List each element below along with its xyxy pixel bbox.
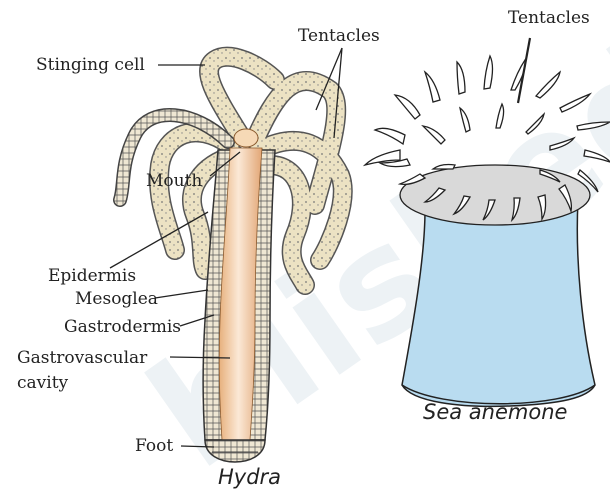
caption-hydra: Hydra — [218, 465, 281, 489]
label-gastrovascular: Gastrovascular — [17, 348, 147, 368]
anemone-tentacles — [365, 56, 610, 225]
label-gastrodermis: Gastrodermis — [64, 317, 181, 337]
label-hydra-tentacles: Tentacles — [298, 26, 380, 46]
label-anemone-tentacles: Tentacles — [508, 8, 590, 28]
caption-sea-anemone: Sea anemone — [423, 400, 567, 424]
label-mesoglea: Mesoglea — [75, 289, 158, 309]
hydra-body — [203, 129, 275, 462]
label-epidermis: Epidermis — [48, 266, 136, 286]
label-stinging-cell: Stinging cell — [36, 55, 145, 75]
label-foot: Foot — [135, 436, 173, 456]
sea-anemone — [365, 56, 610, 406]
label-cavity: cavity — [17, 373, 68, 393]
label-mouth: Mouth — [146, 171, 202, 191]
